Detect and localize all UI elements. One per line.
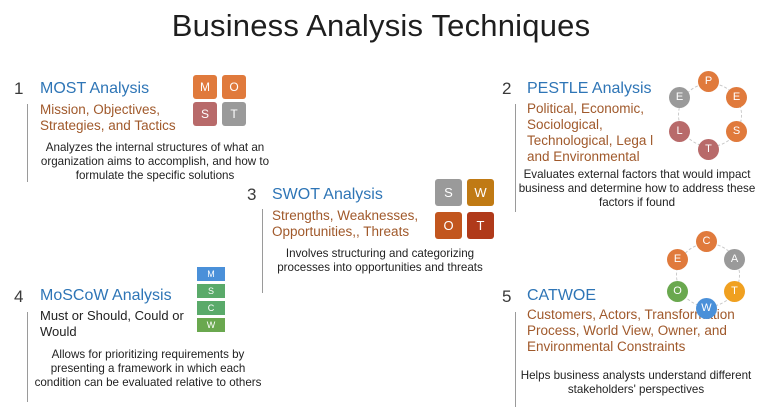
swot-letter-w: W [467,179,494,206]
technique-number: 2 [502,79,512,98]
pestle-letter-l: L [669,121,690,142]
technique-subtitle: Must or Should, Could or Would [40,308,184,339]
moscow-letter-w: W [197,318,225,332]
technique-name: PESTLE Analysis [527,80,652,97]
most-letter-o: O [222,75,246,99]
technique-name: MoSCoW Analysis [40,287,172,304]
divider-line [515,312,516,407]
technique-subtitle: Strengths, Weaknesses, Opportunities,, T… [272,208,419,239]
swot-letter-s: S [435,179,462,206]
most-letter-m: M [193,75,217,99]
pestle-letter-t: T [698,139,719,160]
moscow-letter-s: S [197,284,225,298]
technique-name: CATWOE [527,287,597,304]
technique-subtitle: Customers, Actors, Transformation Proces… [527,307,735,354]
technique-name: MOST Analysis [40,80,150,97]
catwoe-letter-o: O [667,281,688,302]
technique-number: 5 [502,287,512,306]
page-title: Business Analysis Techniques [171,8,591,43]
technique-subtitle: Political, Economic, Sociological, Techn… [527,101,654,164]
divider-line [27,104,28,182]
technique-description: Allows for prioritizing requirements by … [34,348,262,389]
divider-line [515,104,516,212]
pestle-letter-e2: E [669,87,690,108]
pestle-letter-p: P [698,71,719,92]
technique-number: 1 [14,79,24,98]
catwoe-letter-t: T [724,281,745,302]
pestle-letter-s: S [726,121,747,142]
moscow-letter-c: C [197,301,225,315]
swot-letter-t: T [467,212,494,239]
catwoe-letter-a: A [724,249,745,270]
most-letter-t: T [222,102,246,126]
catwoe-letter-e: E [667,249,688,270]
technique-number: 3 [247,185,257,204]
technique-description: Helps business analysts understand diffe… [520,369,752,396]
swot-letter-o: O [435,212,462,239]
divider-line [27,312,28,402]
most-letter-s: S [193,102,217,126]
moscow-letter-m: M [197,267,225,281]
divider-line [262,209,263,293]
technique-subtitle: Mission, Objectives, Strategies, and Tac… [40,102,176,133]
catwoe-letter-c: C [696,231,717,252]
technique-description: Evaluates external factors that would im… [518,168,756,209]
technique-description: Analyzes the internal structures of what… [40,141,270,182]
pestle-letter-e1: E [726,87,747,108]
technique-number: 4 [14,287,24,306]
technique-description: Involves structuring and categorizing pr… [277,247,483,274]
catwoe-letter-w: W [696,298,717,319]
technique-name: SWOT Analysis [272,186,383,203]
